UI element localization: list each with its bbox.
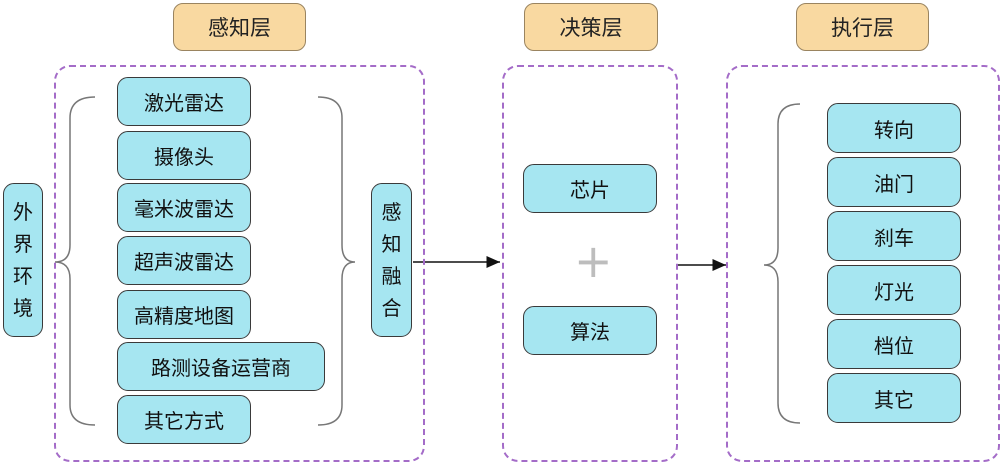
execution-item-brake: 刹车	[827, 211, 961, 261]
execution-item-steering: 转向	[827, 103, 961, 153]
fusion-char: 知	[381, 232, 402, 256]
execution-item-lights: 灯光	[827, 265, 961, 315]
right-brace	[317, 96, 356, 426]
fusion-char: 感	[381, 200, 402, 224]
external-environment-char: 外	[13, 200, 33, 224]
plus-icon: +	[574, 234, 613, 288]
perception-item-ultrasonic-radar: 超声波雷达	[117, 236, 251, 285]
perception-item-other: 其它方式	[117, 395, 251, 444]
execution-layer-title: 执行层	[796, 3, 929, 51]
external-environment-box: 外 界 环 境	[3, 183, 43, 337]
external-environment-char: 环	[13, 264, 33, 288]
execution-brace	[763, 103, 801, 424]
perception-item-mmwave-radar: 毫米波雷达	[117, 183, 251, 232]
perception-item-camera: 摄像头	[117, 131, 251, 180]
decision-item-algorithm: 算法	[523, 306, 657, 355]
perception-layer-title: 感知层	[173, 3, 306, 51]
execution-group	[726, 65, 1000, 462]
perception-item-roadside-operator: 路测设备运营商	[117, 342, 325, 391]
decision-item-chip: 芯片	[523, 164, 657, 213]
fusion-char: 合	[381, 296, 402, 320]
external-environment-char: 界	[13, 232, 33, 256]
perception-group	[54, 65, 425, 462]
fusion-char: 融	[381, 264, 402, 288]
perception-item-hd-map: 高精度地图	[117, 290, 251, 339]
execution-item-gear: 档位	[827, 319, 961, 369]
perception-item-lidar: 激光雷达	[117, 77, 251, 126]
perception-fusion-box: 感 知 融 合	[371, 183, 412, 337]
external-environment-char: 境	[13, 296, 33, 320]
decision-layer-title: 决策层	[524, 3, 658, 51]
decision-group	[502, 65, 678, 462]
execution-item-other: 其它	[827, 373, 961, 423]
execution-item-throttle: 油门	[827, 157, 961, 207]
